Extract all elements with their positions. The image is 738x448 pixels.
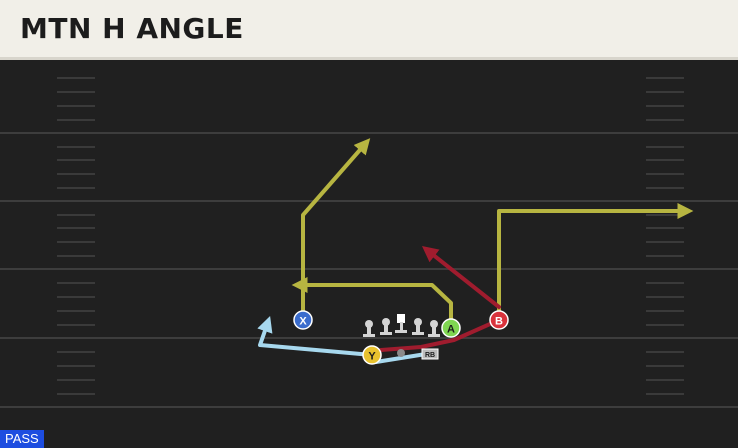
route-y-flat [257, 315, 374, 357]
hash-marks-left [57, 77, 95, 395]
lineman-icon [380, 318, 392, 335]
route-rb-swing [374, 352, 428, 364]
play-field: X Y A B RB [0, 60, 738, 448]
hash-marks-right [646, 77, 684, 395]
route-a-angle [291, 277, 453, 330]
center-icon [395, 314, 407, 333]
route-b-go-out [497, 203, 694, 322]
player-rb[interactable]: RB [421, 348, 439, 360]
player-rb-label: RB [425, 352, 435, 359]
route-y-block [379, 318, 501, 352]
play-type-badge: PASS [0, 430, 44, 448]
player-b-label: B [495, 316, 503, 328]
player-a[interactable]: A [441, 318, 461, 338]
player-y-label: Y [368, 351, 376, 363]
player-x-label: X [299, 316, 307, 328]
lineman-icon [363, 320, 375, 337]
player-y[interactable]: Y [362, 345, 382, 365]
player-a-label: A [447, 324, 455, 336]
play-header: MTN H ANGLE [0, 0, 738, 60]
yard-lines [0, 132, 738, 408]
lineman-icon [412, 318, 424, 335]
quarterback-marker [397, 349, 405, 357]
player-b[interactable]: B [489, 310, 509, 330]
player-x[interactable]: X [293, 310, 313, 330]
lineman-icon [428, 320, 440, 337]
route-b-in [421, 246, 501, 309]
play-title: MTN H ANGLE [20, 12, 244, 45]
offensive-line [363, 314, 440, 337]
field-background [0, 60, 738, 448]
